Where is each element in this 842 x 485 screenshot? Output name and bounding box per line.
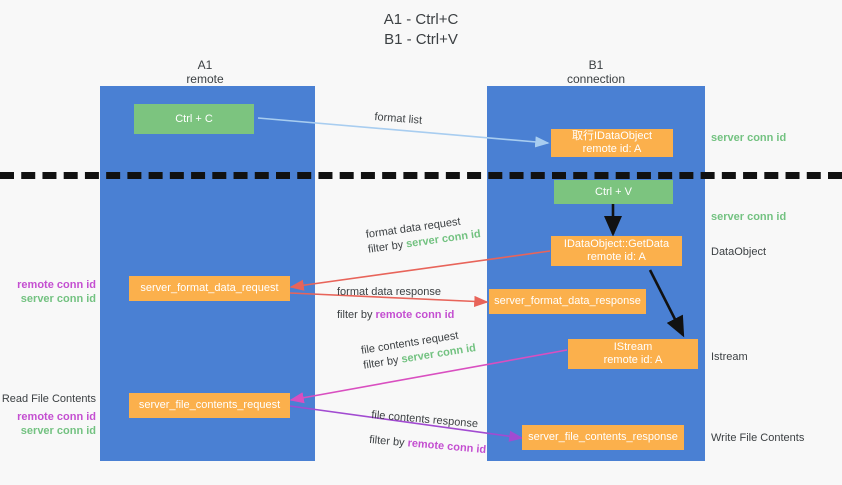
left-label-conn-id-group-2: remote conn id server conn id (0, 410, 96, 438)
edge-label-file-contents-response: file contents response filter by remote … (369, 408, 489, 458)
box-server-file-contents-response-label: server_file_contents_response (528, 431, 678, 443)
left-label-server-conn-id-2: server conn id (20, 425, 96, 437)
edge-label-format-data-request-filter-prefix: filter by (367, 238, 408, 256)
column-header-a1: A1 remote (95, 58, 315, 86)
box-idataobject-getdata-line1: IDataObject::GetData (563, 238, 670, 250)
box-idataobject-copy-line1: 取行IDataObject (571, 130, 653, 142)
column-header-a1-sub: remote (186, 72, 224, 86)
box-idataobject-getdata-line2: remote id: A (587, 251, 646, 263)
box-ctrl-v[interactable]: Ctrl + V (554, 180, 673, 204)
box-ctrl-c[interactable]: Ctrl + C (134, 104, 254, 134)
edge-label-format-data-response-filter-prefix: filter by (337, 309, 376, 321)
box-server-format-data-response-label: server_format_data_response (494, 295, 641, 307)
column-header-a1-name: A1 (197, 58, 213, 72)
edge-label-file-contents-request: file contents request filter by server c… (360, 326, 477, 373)
edge-label-file-contents-response-filter-value: remote conn id (407, 437, 487, 457)
right-label-server-conn-id-2-text: server conn id (711, 211, 787, 223)
column-header-b1-sub: connection (566, 72, 626, 86)
left-label-remote-conn-id-2: remote conn id (17, 411, 96, 423)
box-idataobject-getdata[interactable]: IDataObject::GetData remote id: A (551, 236, 682, 266)
box-idataobject-copy-line2: remote id: A (582, 143, 642, 155)
box-server-file-contents-request[interactable]: server_file_contents_request (129, 393, 290, 418)
edge-label-format-list: format list (374, 110, 423, 129)
box-ctrl-v-label: Ctrl + V (595, 185, 632, 198)
left-label-server-conn-id-1: server conn id (20, 293, 96, 305)
box-server-format-data-request-label: server_format_data_request (140, 282, 279, 294)
edge-label-format-list-text: format list (373, 110, 423, 127)
edge-label-format-data-response-filter: filter by remote conn id (337, 300, 454, 323)
phase-divider (0, 172, 842, 179)
edge-label-file-contents-response-filter-prefix: filter by (368, 433, 409, 450)
box-istream-line2: remote id: A (603, 354, 663, 366)
right-label-istream: Istream (711, 350, 748, 364)
left-label-read-file-contents: Read File Contents (0, 392, 96, 406)
column-header-b1-name: B1 (588, 58, 604, 72)
box-server-format-data-request[interactable]: server_format_data_request (129, 276, 290, 301)
right-label-server-conn-id-1: server conn id (711, 131, 786, 145)
edge-label-format-data-request: format data request filter by server con… (365, 212, 482, 258)
column-header-b1: B1 connection (486, 58, 706, 86)
edge-label-format-data-response-title: format data response (337, 286, 441, 298)
right-label-server-conn-id-2: server conn id (711, 210, 786, 224)
right-label-istream-text: Istream (711, 351, 748, 363)
left-label-conn-id-group-1: remote conn id server conn id (0, 278, 96, 306)
right-label-write-file-contents-text: Write File Contents (711, 432, 805, 444)
right-label-dataobject: DataObject (711, 245, 766, 259)
edge-label-format-data-response-filter-value: remote conn id (375, 309, 455, 321)
left-label-remote-conn-id-1: remote conn id (17, 279, 96, 291)
box-server-file-contents-request-label: server_file_contents_request (138, 399, 281, 411)
page-title: A1 - Ctrl+C B1 - Ctrl+V (383, 11, 459, 48)
right-label-server-conn-id-1-text: server conn id (711, 132, 787, 144)
box-istream[interactable]: IStream remote id: A (568, 339, 698, 369)
box-ctrl-c-label: Ctrl + C (175, 112, 213, 125)
right-label-write-file-contents: Write File Contents (711, 431, 804, 445)
right-label-dataobject-text: DataObject (711, 246, 767, 258)
box-server-file-contents-response[interactable]: server_file_contents_response (522, 425, 684, 450)
box-istream-line1: IStream (613, 341, 653, 353)
box-idataobject-copy[interactable]: 取行IDataObject remote id: A (551, 129, 673, 157)
edge-label-format-data-response: format data response filter by remote co… (337, 285, 454, 323)
left-label-read-file-contents-text: Read File Contents (1, 393, 96, 405)
box-server-format-data-response[interactable]: server_format_data_response (489, 289, 646, 314)
